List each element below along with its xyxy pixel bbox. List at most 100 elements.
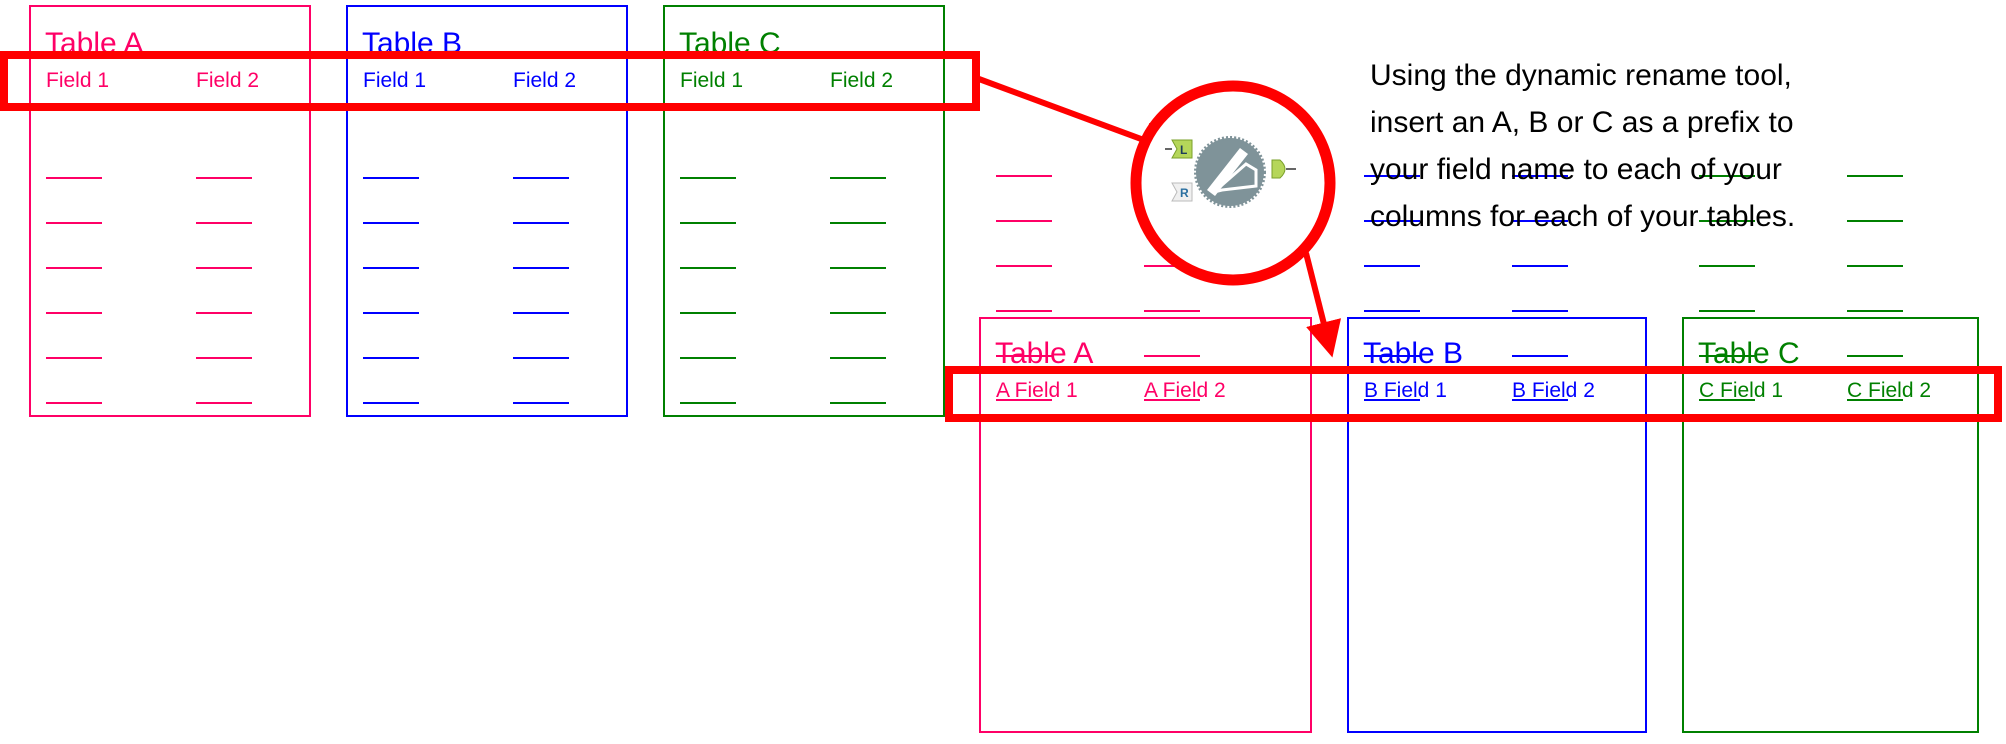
placeholder-value-line <box>1847 399 1903 401</box>
placeholder-value-line <box>513 402 569 404</box>
arrow-to-result <box>1303 252 1342 358</box>
arrow-to-tool <box>977 76 1177 157</box>
field-header: A Field 1 <box>996 379 1078 402</box>
placeholder-value-line <box>830 267 886 269</box>
placeholder-value-line <box>1364 355 1420 357</box>
placeholder-value-line <box>1512 265 1568 267</box>
field-header: Field 2 <box>830 69 894 92</box>
placeholder-value-line <box>1512 310 1568 312</box>
placeholder-value-line <box>996 175 1052 177</box>
field-header: Field 1 <box>680 69 744 92</box>
field-header: Field 1 <box>363 69 427 92</box>
placeholder-value-line <box>830 312 886 314</box>
placeholder-value-line <box>363 402 419 404</box>
placeholder-value-line <box>513 177 569 179</box>
placeholder-value-line <box>996 265 1052 267</box>
instructions-line: Using the dynamic rename tool, <box>1370 59 1792 92</box>
svg-text:L: L <box>1180 143 1187 157</box>
placeholder-value-line <box>996 355 1052 357</box>
placeholder-value-line <box>830 357 886 359</box>
placeholder-value-line <box>680 312 736 314</box>
renamed-table-c: Table C C Field 1 C Field 2 <box>1682 175 1979 733</box>
placeholder-value-line <box>1364 310 1420 312</box>
placeholder-value-line <box>1512 399 1568 401</box>
field-header: B Field 2 <box>1512 379 1595 402</box>
output-anchor-icon <box>1271 159 1296 179</box>
placeholder-value-line <box>1847 220 1903 222</box>
field-header: Field 2 <box>513 69 577 92</box>
field-header: Field 2 <box>196 69 260 92</box>
placeholder-value-line <box>1699 355 1755 357</box>
placeholder-value-line <box>1144 355 1200 357</box>
placeholder-value-line <box>680 357 736 359</box>
placeholder-value-line <box>1699 220 1755 222</box>
placeholder-value-line <box>1144 399 1200 401</box>
placeholder-value-line <box>46 177 102 179</box>
placeholder-value-line <box>680 402 736 404</box>
renamed-table-b: Table B B Field 1 B Field 2 <box>1347 175 1647 733</box>
placeholder-value-line <box>680 267 736 269</box>
placeholder-value-line <box>363 177 419 179</box>
placeholder-value-line <box>996 399 1052 401</box>
placeholder-value-line <box>830 177 886 179</box>
table-title: Table C <box>1698 337 1800 370</box>
placeholder-value-line <box>46 312 102 314</box>
input-anchor-left-icon: L <box>1165 139 1193 159</box>
dynamic-rename-tool-icon <box>1194 136 1266 208</box>
placeholder-value-line <box>1364 265 1420 267</box>
placeholder-value-line <box>1699 175 1755 177</box>
field-header: C Field 2 <box>1847 379 1932 402</box>
placeholder-value-line <box>46 402 102 404</box>
placeholder-value-line <box>363 312 419 314</box>
after-header-highlight <box>945 366 2002 422</box>
instructions-line: insert an A, B or C as a prefix to <box>1370 106 1794 139</box>
svg-text:R: R <box>1180 186 1189 200</box>
placeholder-value-line <box>1699 310 1755 312</box>
placeholder-value-line <box>996 310 1052 312</box>
table-title: Table A <box>995 337 1094 370</box>
input-anchor-right-icon: R <box>1171 182 1193 202</box>
placeholder-value-line <box>513 222 569 224</box>
placeholder-value-line <box>830 222 886 224</box>
placeholder-value-line <box>1847 175 1903 177</box>
placeholder-value-line <box>513 357 569 359</box>
instructions-text: Using the dynamic rename tool, insert an… <box>1370 52 1795 240</box>
placeholder-value-line <box>196 357 252 359</box>
placeholder-value-line <box>1847 355 1903 357</box>
placeholder-value-line <box>196 267 252 269</box>
placeholder-value-line <box>1847 265 1903 267</box>
placeholder-value-line <box>1144 265 1200 267</box>
field-header: Field 1 <box>46 69 110 92</box>
table-title: Table B <box>1363 337 1464 370</box>
placeholder-value-line <box>996 220 1052 222</box>
placeholder-value-line <box>363 267 419 269</box>
placeholder-value-line <box>46 357 102 359</box>
placeholder-value-line <box>363 357 419 359</box>
placeholder-value-line <box>196 177 252 179</box>
placeholder-value-line <box>1364 399 1420 401</box>
placeholder-value-line <box>196 222 252 224</box>
field-header: A Field 2 <box>1144 379 1226 402</box>
field-header: B Field 1 <box>1364 379 1447 402</box>
placeholder-value-line <box>1847 310 1903 312</box>
placeholder-value-line <box>363 222 419 224</box>
placeholder-value-line <box>830 402 886 404</box>
placeholder-value-line <box>680 177 736 179</box>
placeholder-value-line <box>1512 220 1568 222</box>
placeholder-value-line <box>46 222 102 224</box>
instructions-line: your field name to each of your <box>1370 153 1782 186</box>
placeholder-value-line <box>196 402 252 404</box>
before-header-highlight <box>0 51 980 111</box>
placeholder-value-line <box>1364 175 1420 177</box>
placeholder-value-line <box>46 267 102 269</box>
placeholder-value-line <box>1144 310 1200 312</box>
placeholder-value-line <box>513 267 569 269</box>
field-header: C Field 1 <box>1699 379 1784 402</box>
placeholder-value-line <box>196 312 252 314</box>
placeholder-value-line <box>1512 355 1568 357</box>
placeholder-value-line <box>1512 175 1568 177</box>
instructions-line: columns for each of your tables. <box>1370 200 1796 233</box>
placeholder-value-line <box>1699 399 1755 401</box>
placeholder-value-line <box>1364 220 1420 222</box>
